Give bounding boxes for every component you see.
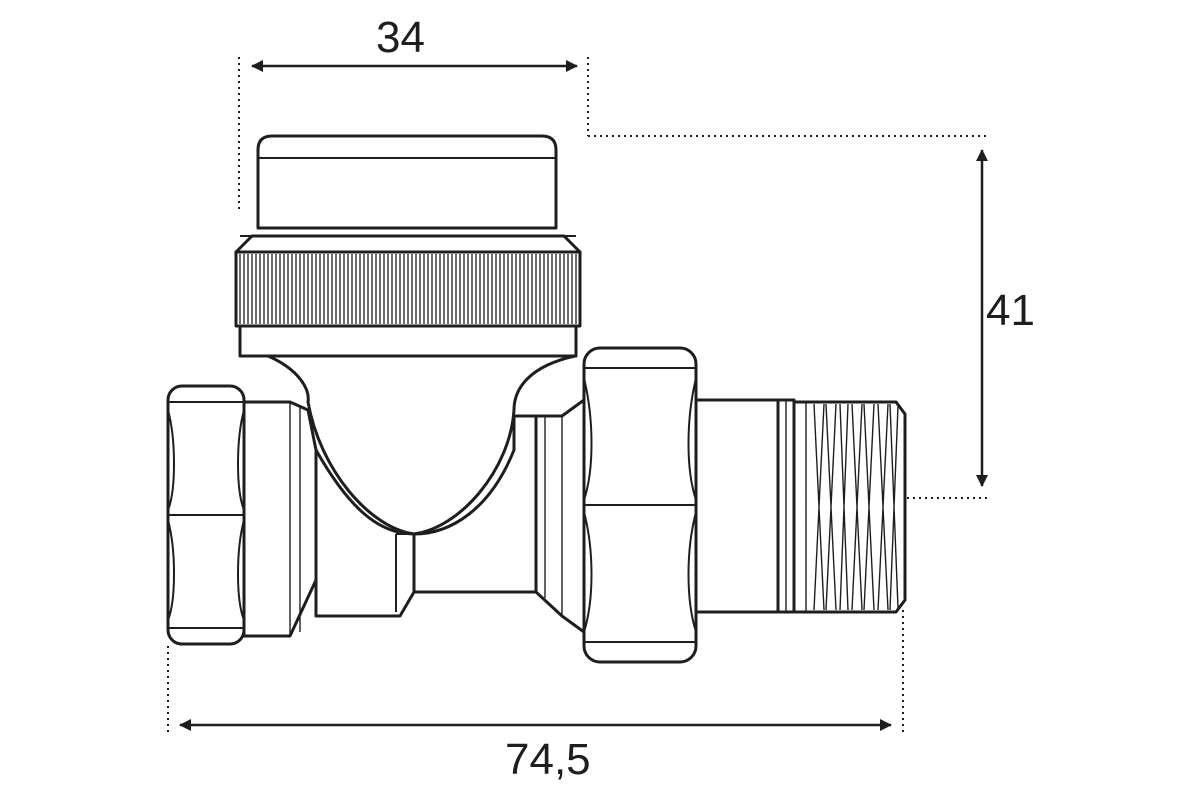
left-hex-nut: [166, 384, 246, 646]
top-width-label: 34: [376, 13, 425, 62]
thread-lines: [805, 402, 899, 612]
inlet-tube: [242, 400, 318, 638]
central-passage: [314, 448, 416, 618]
valve-body: [242, 354, 586, 638]
threaded-tailpiece: [694, 398, 907, 614]
valve-cap: [234, 134, 582, 358]
knurl-pattern: [239, 254, 577, 324]
right-hex-nut: [582, 346, 698, 664]
height-label: 41: [986, 286, 1035, 335]
male-thread: [792, 400, 907, 614]
cap-base-ring: [238, 324, 578, 358]
top-width-dimension: [238, 57, 589, 212]
overall-length-label: 74,5: [505, 735, 591, 784]
length-dimension: [167, 610, 904, 734]
outlet-section: [534, 398, 586, 634]
height-dimension: [588, 135, 990, 499]
cap-top: [256, 134, 558, 230]
